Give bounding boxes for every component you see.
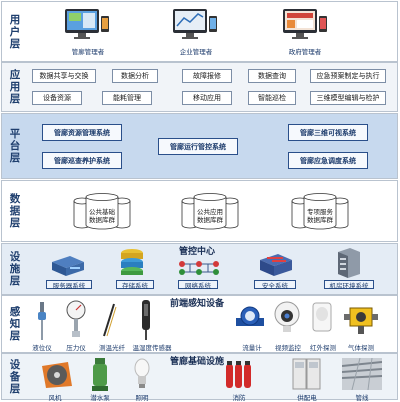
platform-system: 管廊资源管理系统: [42, 124, 122, 141]
database-label: 公共基础数据库群: [89, 208, 115, 224]
sensor-label: 视频监控: [275, 344, 301, 352]
power-cabinet-icon: [292, 358, 321, 390]
sensor-label: 温湿度传感器: [132, 344, 172, 352]
database-icon: [73, 193, 131, 230]
user-layer-label: 用户层: [9, 13, 21, 50]
app-item: 数据分析: [112, 69, 158, 83]
storage-icon: [121, 249, 143, 275]
facility-item: 机房环境系统: [324, 280, 374, 290]
app-item: 设备资源: [32, 91, 82, 105]
pipeline-icon: [342, 358, 382, 390]
equipment-label: 照明: [135, 394, 149, 402]
role-manager-label: 管廊管理者: [71, 48, 105, 56]
equipment-label: 风机: [48, 394, 62, 402]
database-label: 专项服务数据库群: [307, 208, 333, 224]
sensor-label: 红外探测: [310, 344, 336, 352]
sensor-label: 压力仪: [66, 344, 86, 352]
app-item: 能耗管理: [102, 91, 152, 105]
app-item: 应急预案制定与执行: [310, 69, 386, 83]
sensor-label: 液位仪: [32, 344, 52, 352]
equipment-label: 潜水泵: [90, 394, 110, 402]
sensor-label: 气体探测: [348, 344, 374, 352]
platform-system: 管廊三维可视系统: [288, 124, 368, 141]
facility-layer-label: 设施层: [9, 251, 21, 287]
fire-extinguisher-icon: [226, 361, 251, 388]
equipment-label: 供配电: [297, 394, 317, 402]
gas-detector-icon: [344, 307, 378, 334]
submersible-pump-icon: [92, 358, 108, 391]
light-bulb-icon: [134, 358, 150, 388]
facility-item: 安全系统: [254, 280, 296, 290]
app-item: 移动应用: [182, 91, 232, 105]
fiber-sensor-icon: [103, 303, 117, 337]
fan-icon: [42, 362, 72, 388]
pressure-gauge-icon: [66, 300, 86, 337]
sensing-title: 前端感知设备: [170, 299, 225, 309]
server-icon: [52, 256, 84, 276]
facility-title: 管控中心: [179, 247, 216, 257]
data-layer-label: 数据层: [9, 193, 21, 229]
facility-layer: 设施层 管控中心 服务器系统 存储系统 网络系统 安全系统 机房环境系统: [1, 243, 398, 295]
user-layer: 用户层 管廊管理者 企业管理者 政府管理者: [1, 1, 398, 62]
database-icon: [181, 193, 239, 230]
equipment-label: 管线: [355, 394, 369, 402]
server-room-icon: [338, 248, 360, 278]
camera-icon: [274, 301, 300, 332]
facility-item: 存储系统: [116, 280, 154, 290]
sensor-label: 流量计: [242, 344, 262, 352]
application-layer: 应用层 数据共享与交换 数据分析 故障报修 数据查询 应急预案制定与执行 设备资…: [1, 62, 398, 112]
flow-meter-icon: [236, 306, 264, 326]
thermo-hygrometer-icon: [142, 300, 150, 340]
platform-system: 管廊应急调度系统: [288, 152, 368, 169]
sensing-layer-label: 感知层: [9, 306, 21, 342]
sensor-label: 测温光纤: [99, 344, 125, 352]
application-layer-label: 应用层: [9, 69, 21, 105]
platform-system: 管廊运行管控系统: [158, 138, 238, 155]
facility-item: 服务器系统: [46, 280, 92, 290]
monitor-icon: [173, 9, 217, 39]
data-layer: 数据层 公共基础数据库群 公共应用数据库群 专项服务数据库群: [1, 180, 398, 242]
database-icon: [291, 193, 349, 230]
platform-system: 管廊巡查养护系统: [42, 152, 122, 169]
platform-layer: 平台层 管廊资源管理系统 管廊巡查养护系统 管廊运行管控系统 管廊三维可视系统 …: [1, 113, 398, 179]
monitor-icon: [283, 9, 327, 39]
infrared-detector-icon: [312, 302, 332, 332]
equipment-label: 消防: [232, 394, 246, 402]
role-enterprise-label: 企业管理者: [179, 48, 213, 56]
app-item: 数据共享与交换: [32, 69, 96, 83]
platform-layer-label: 平台层: [9, 128, 21, 164]
role-government-label: 政府管理者: [288, 48, 322, 56]
app-item: 智能巡检: [248, 91, 296, 105]
app-item: 数据查询: [248, 69, 296, 83]
facility-item: 网络系统: [178, 280, 218, 290]
app-item: 三维模型编辑与检护: [310, 91, 386, 105]
firewall-icon: [260, 254, 292, 276]
database-label: 公共应用数据库群: [197, 208, 223, 224]
equipment-title: 管廊基础设施: [170, 357, 225, 367]
equipment-layer: 设备层 管廊基础设施 风机 潜水泵 照明 消防 供配电 管线: [1, 353, 398, 402]
app-item: 故障报修: [182, 69, 232, 83]
sensing-layer: 感知层 前端感知设备 液位仪 压力仪 测温光纤 温湿度传感器 流量计 视频监控 …: [1, 295, 398, 353]
monitor-icon: [65, 9, 109, 39]
equipment-layer-label: 设备层: [9, 358, 21, 395]
level-gauge-icon: [38, 302, 46, 340]
network-icon: [179, 261, 219, 275]
